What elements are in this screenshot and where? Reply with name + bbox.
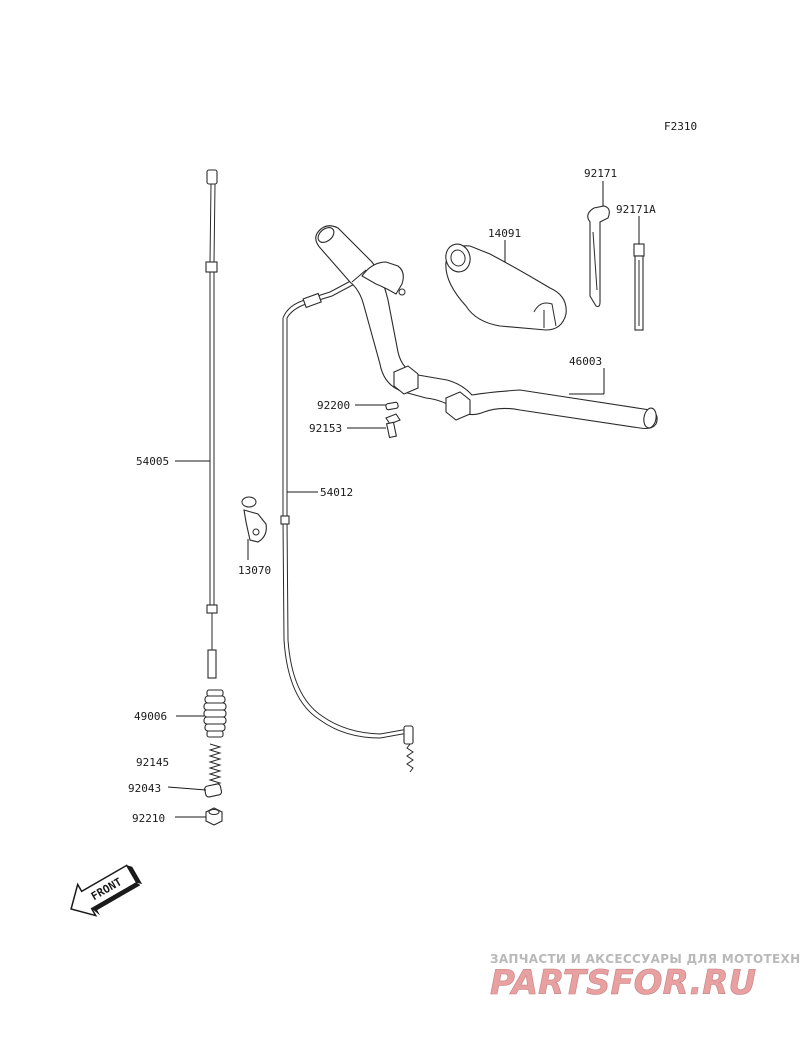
label-54012: 54012 [320, 486, 353, 499]
label-54005: 54005 [136, 455, 169, 468]
label-92171A: 92171A [616, 203, 656, 216]
figure-code: F2310 [664, 120, 697, 133]
label-49006: 49006 [134, 710, 167, 723]
clutch-cable-54012 [280, 275, 414, 773]
handlebar-pad-14091 [445, 243, 567, 331]
bracket-13070 [241, 496, 267, 543]
label-92145: 92145 [136, 756, 169, 769]
label-46003: 46003 [569, 355, 602, 368]
handlebar-46003 [315, 225, 658, 430]
watermark: ЗАПЧАСТИ И АКСЕССУАРЫ ДЛЯ МОТОТЕХНИКИ PA… [490, 952, 800, 1003]
label-92153: 92153 [309, 422, 342, 435]
leader-lines [167, 181, 640, 818]
spring-92145 [208, 743, 222, 790]
nut-92210 [205, 807, 223, 826]
label-92171: 92171 [584, 167, 617, 180]
front-arrow-icon: FRONT [70, 864, 143, 917]
cable-band-92171 [587, 205, 610, 308]
label-14091: 14091 [488, 227, 521, 240]
label-92210: 92210 [132, 812, 165, 825]
watermark-logo: PARTSFOR.RU [490, 963, 756, 1003]
washer-92200 [385, 401, 399, 411]
pin-92043 [204, 783, 223, 798]
dust-boot-49006 [203, 689, 227, 738]
bolt-92153 [385, 413, 401, 439]
label-92200: 92200 [317, 399, 350, 412]
throttle-cable-54005 [205, 169, 218, 679]
watermark-tagline: ЗАПЧАСТИ И АКСЕССУАРЫ ДЛЯ МОТОТЕХНИКИ [490, 952, 800, 966]
label-92043: 92043 [128, 782, 161, 795]
cable-band-92171A [633, 243, 645, 331]
label-13070: 13070 [238, 564, 271, 577]
